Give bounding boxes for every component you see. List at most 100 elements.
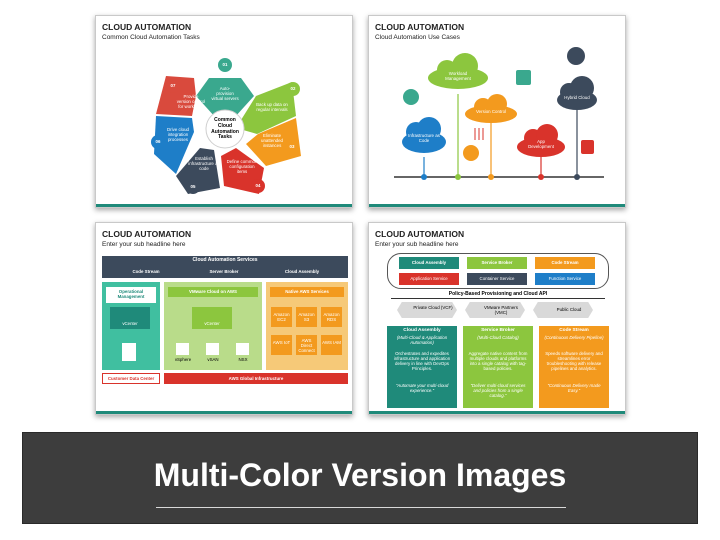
cloud-label-0: Private Cloud (VCF)	[413, 305, 453, 310]
vsphere-icon	[176, 343, 189, 355]
segment-03	[246, 118, 301, 166]
card-title-0: Cloud Assembly	[403, 328, 441, 333]
card-sub-1: (Multi-Cloud Catalog)	[477, 335, 519, 340]
slide-architecture[interactable]: CLOUD AUTOMATION Enter your sub headline…	[368, 222, 626, 415]
aws-item-0	[271, 307, 292, 327]
badge-05	[186, 180, 200, 194]
vcenter-label-left: vCenter	[122, 321, 138, 326]
segment-06	[154, 116, 194, 174]
tasks-diagram	[151, 58, 301, 194]
banner: Multi-Color Version Images	[22, 432, 698, 524]
phone-icon	[581, 140, 594, 154]
upload-cloud-icon	[567, 47, 585, 65]
card-quote-0: "Automate your multi-cloud experience."	[395, 383, 449, 394]
use-cases-diagram	[394, 47, 604, 180]
footer-left-box	[102, 373, 160, 384]
slide-title: CLOUD AUTOMATION	[102, 229, 192, 239]
label-version: Version Control	[475, 109, 507, 114]
cloud-partners	[465, 302, 525, 318]
task-text-04: Define common configuration items	[226, 159, 258, 175]
card-quote-1: "Deliver multi-cloud services and polici…	[470, 383, 526, 399]
card-body-0: Orchestrates and expedites infrastructur…	[393, 351, 451, 372]
svc-cloud-assembly	[399, 257, 459, 269]
badge-04	[251, 179, 265, 193]
aws-label-iot: AWS IoT	[272, 340, 291, 345]
badge-02	[286, 82, 300, 96]
col-code-stream: Code Stream	[132, 269, 160, 274]
edit-icon	[516, 70, 531, 85]
settings-icon	[463, 145, 479, 161]
center-circle	[205, 109, 245, 149]
vsan-icon	[206, 343, 219, 355]
slide-services[interactable]: CLOUD AUTOMATION Enter your sub headline…	[95, 222, 353, 415]
task-num-07: 07	[170, 83, 176, 88]
card-quote-2: "Continuous Delivery made Easy."	[547, 383, 601, 394]
cloud-version	[465, 94, 517, 123]
vm-item-vsan: vSAN	[207, 357, 219, 362]
cloud-label-1: VMware Partners (VMC)	[484, 305, 518, 316]
card-service-broker	[463, 326, 533, 408]
policy-label: Policy-Based Provisioning and Cloud API	[448, 291, 548, 297]
slide-subtitle: Enter your sub headline here	[375, 241, 459, 248]
badge-03	[285, 140, 299, 154]
task-text-05: Establish infrastructure as code	[188, 156, 220, 172]
slide-subtitle: Cloud Automation Use Cases	[375, 34, 460, 41]
banner-underline	[156, 507, 566, 508]
svc-label-2: Code Stream	[551, 260, 579, 265]
task-text-01: Auto-provision virtual servers	[211, 86, 239, 102]
task-num-05: 05	[190, 184, 196, 189]
cloud-workload	[428, 53, 488, 89]
aws-item-3	[271, 335, 292, 355]
card-cloud-assembly	[387, 326, 457, 408]
aws-item-2	[321, 307, 342, 327]
svc2-label-0: Application Service	[410, 276, 448, 281]
vcenter-label-right: vCenter	[204, 321, 220, 326]
vcenter-box-left	[110, 307, 150, 329]
services-header-label: Cloud Automation Services	[192, 257, 258, 263]
col-cloud-assembly: Cloud Assembly	[284, 269, 320, 274]
task-num-04: 04	[255, 183, 261, 188]
vm-item-vsphere: vSphere	[174, 357, 192, 362]
label-iac: Infrastructure as Code	[408, 133, 440, 144]
vm-item-nsx: NSX	[238, 357, 248, 362]
services-header	[102, 256, 348, 278]
badge-07	[166, 79, 180, 93]
vmware-label: VMware Cloud on AWS	[189, 289, 237, 294]
label-hybrid: Hybrid Cloud	[564, 95, 590, 100]
footer-right-box	[164, 373, 348, 384]
code-icon	[403, 89, 419, 105]
task-text-03: Eliminate unattended instances	[261, 133, 283, 149]
badge-06	[151, 135, 165, 149]
slide-common-tasks[interactable]: CLOUD AUTOMATION Common Cloud Automation…	[95, 15, 353, 208]
task-text-07: Provide version control for workflows	[176, 94, 206, 110]
label-workload: Workload Management	[445, 71, 471, 82]
banner-title: Multi-Color Version Images	[153, 457, 567, 493]
nsx-icon	[236, 343, 249, 355]
center-label: Common Cloud Automation Tasks	[211, 117, 239, 141]
aws-label-iam: AWS IAM	[322, 340, 341, 345]
building-icon	[122, 343, 136, 361]
task-text-02: Back up data on regular intervals	[256, 102, 288, 113]
services-frame	[387, 253, 609, 289]
task-num-01: 01	[222, 62, 228, 67]
label-app: App Development	[528, 139, 554, 150]
native-header	[270, 287, 344, 297]
cloud-app	[517, 124, 565, 157]
operational-box	[106, 287, 156, 303]
aws-item-4	[296, 335, 317, 355]
cloud-label-2: Public Cloud	[556, 307, 582, 312]
svc-container	[467, 273, 527, 285]
aws-label-ec2: Amazon EC2	[273, 312, 290, 323]
slide-title: CLOUD AUTOMATION	[102, 22, 192, 32]
slide-use-cases[interactable]: CLOUD AUTOMATION Cloud Automation Use Ca…	[368, 15, 626, 208]
cloud-private	[397, 302, 457, 318]
segment-05	[176, 148, 220, 194]
slide-title: CLOUD AUTOMATION	[375, 229, 465, 239]
policy-line	[391, 298, 605, 299]
aws-label-direct-connect: AWS Direct Connect	[298, 338, 315, 354]
card-sub-0: (Multi-Cloud & Application Automation)	[396, 335, 448, 346]
card-title-2: Code Stream	[559, 328, 589, 333]
aws-label-rds: Amazon RDS	[323, 312, 340, 323]
card-body-1: Aggregate native content from multiple c…	[468, 351, 528, 372]
slide-subtitle: Enter your sub headline here	[102, 241, 186, 248]
